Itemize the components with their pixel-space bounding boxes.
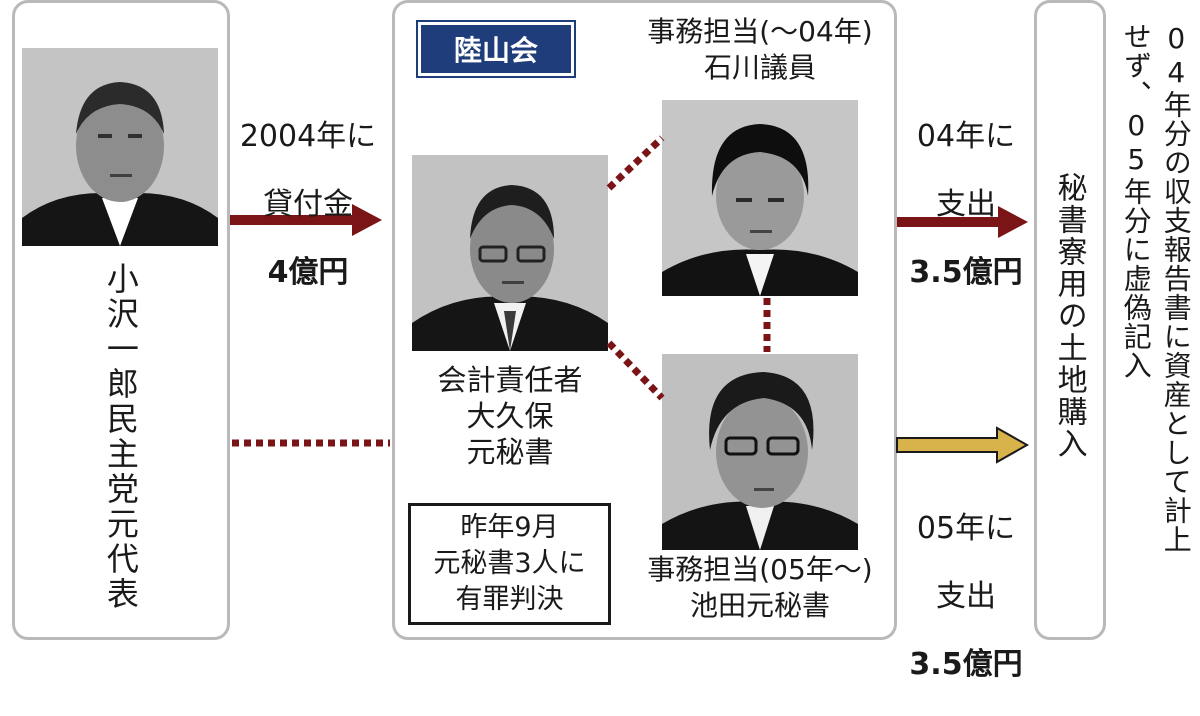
ozawa-photo xyxy=(22,48,218,246)
ikeda-photo xyxy=(662,354,858,550)
org-name-badge: 陸山会 xyxy=(416,20,576,78)
loan-text: 2004年に 貸付金 4億円 xyxy=(228,86,388,324)
payment-05-amount: 3.5億円 xyxy=(909,647,1023,682)
verdict-box: 昨年9月 元秘書3人に 有罪判決 xyxy=(408,503,611,625)
note-line2: せず、05年分に虚偽記入 xyxy=(1119,22,1153,380)
payment-04-text: 04年に 支出 3.5億円 xyxy=(896,86,1036,324)
okubo-photo xyxy=(412,155,608,351)
payment-04-amount: 3.5億円 xyxy=(909,255,1023,290)
loan-line1: 2004年に xyxy=(239,119,377,154)
land-purchase-label: 秘書寮用の土地購入 xyxy=(1051,172,1087,460)
ishikawa-label: 事務担当(～04年) 石川議員 xyxy=(647,15,873,84)
payment-04-line2: 支出 xyxy=(936,187,996,222)
payment-05-text: 05年に 支出 3.5億円 xyxy=(896,478,1036,716)
payment-05-arrow xyxy=(896,426,1030,464)
ikeda-label: 事務担当(05年～) 池田元秘書 xyxy=(647,553,873,622)
loan-line2: 貸付金 xyxy=(263,187,353,222)
note-line1: 04年分の収支報告書に資産として計上 xyxy=(1159,22,1193,554)
payment-04-line1: 04年に xyxy=(916,119,1016,154)
loan-amount: 4億円 xyxy=(267,255,349,290)
ishikawa-photo xyxy=(662,100,858,296)
ozawa-label: 小沢一郎民主党元代表 xyxy=(101,262,140,612)
payment-05-line1: 05年に xyxy=(916,511,1016,546)
okubo-label: 会計責任者 大久保 元秘書 xyxy=(437,363,583,469)
payment-05-line2: 支出 xyxy=(936,579,996,614)
